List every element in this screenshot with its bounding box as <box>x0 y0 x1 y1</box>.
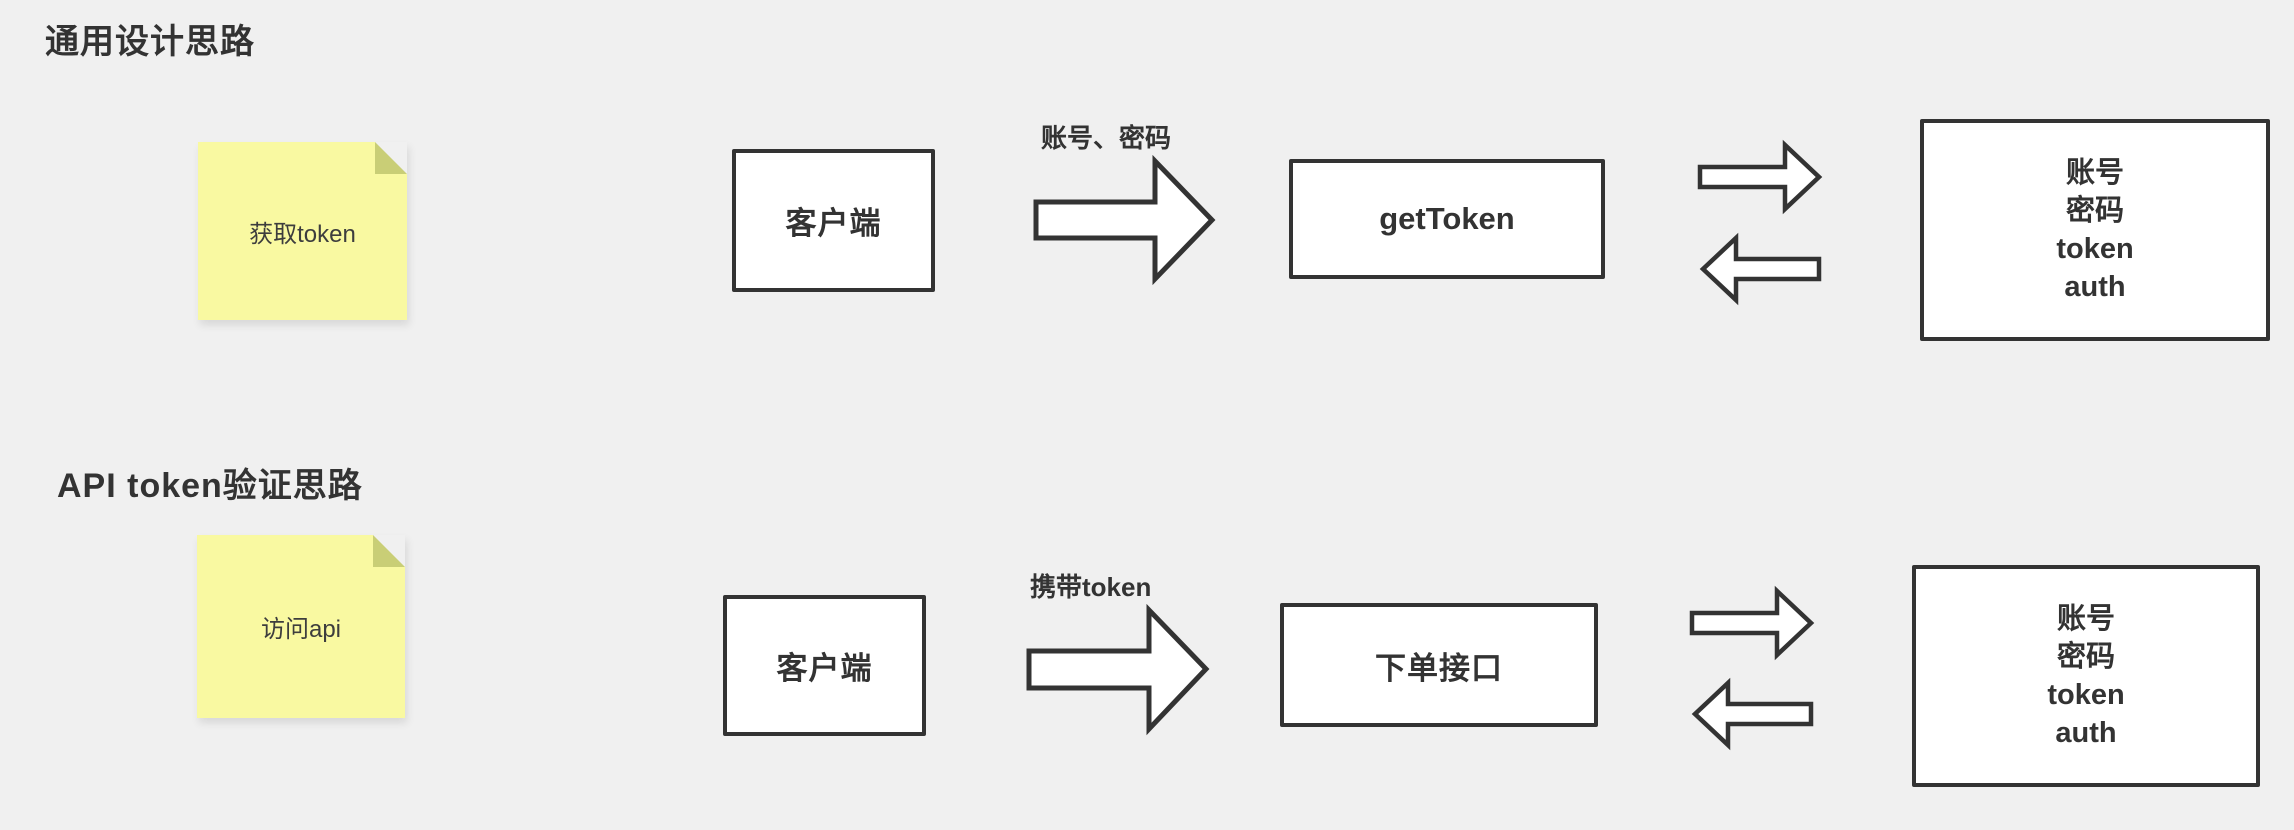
client-box-label: 客户端 <box>785 206 882 241</box>
client-box-top: 客户端 <box>732 149 935 292</box>
store-line: 密码 <box>2056 641 2115 673</box>
order-api-box: 下单接口 <box>1280 603 1598 727</box>
request-arrow-label: 账号、密码 <box>1041 123 1172 153</box>
store-line: token <box>2047 679 2125 711</box>
credential-store-lines: 账号 密码 token auth <box>2056 154 2133 306</box>
note-text: 访问api <box>260 616 342 643</box>
big-arrow-right-icon <box>1033 154 1216 286</box>
credential-store-box-bottom: 账号 密码 token auth <box>1912 565 2260 787</box>
section-title-general: 通用设计思路 <box>45 23 255 61</box>
store-line: 账号 <box>2056 603 2115 635</box>
credential-store-box-top: 账号 密码 token auth <box>1920 119 2270 341</box>
small-arrow-right-icon <box>1697 139 1823 215</box>
small-arrow-left-icon <box>1691 677 1814 751</box>
note-text: 获取token <box>249 220 356 248</box>
gettoken-box-label: getToken <box>1379 201 1515 236</box>
store-line: 密码 <box>2065 195 2124 227</box>
sticky-note-access-api: 访问api <box>197 535 405 718</box>
store-line: auth <box>2064 271 2126 303</box>
sticky-note-get-token: 获取token <box>198 142 407 320</box>
store-line: 账号 <box>2065 157 2124 189</box>
note-fold-corner-icon <box>373 535 405 567</box>
credential-store-lines: 账号 密码 token auth <box>2047 600 2124 752</box>
client-box-label: 客户端 <box>776 651 873 686</box>
gettoken-box: getToken <box>1289 159 1605 279</box>
big-arrow-right-icon <box>1026 603 1210 736</box>
order-api-box-label: 下单接口 <box>1375 650 1503 686</box>
small-arrow-left-icon <box>1699 232 1822 306</box>
store-line: token <box>2056 233 2134 265</box>
note-fold-corner-icon <box>375 142 407 174</box>
request-arrow-label: 携带token <box>1030 572 1152 602</box>
store-line: auth <box>2055 717 2117 749</box>
section-title-api-token: API token验证思路 <box>57 467 363 505</box>
small-arrow-right-icon <box>1689 585 1815 661</box>
client-box-bottom: 客户端 <box>723 595 926 736</box>
